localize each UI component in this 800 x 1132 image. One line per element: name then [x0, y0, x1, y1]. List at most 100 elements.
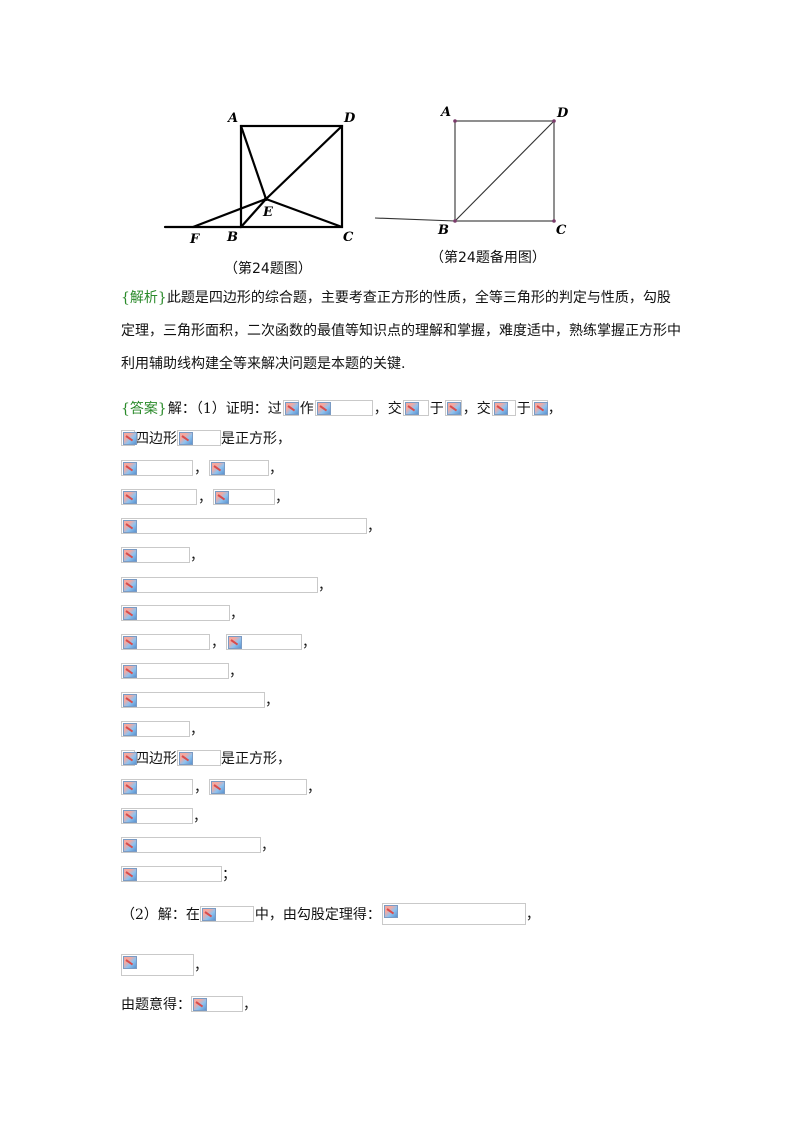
figure-main: A D E F B C	[163, 111, 356, 247]
formula-image	[121, 750, 137, 766]
figure-backup-caption: （第24题备用图）	[430, 250, 546, 266]
answer-part2-result: ，	[121, 953, 208, 977]
image-placeholder-icon	[123, 549, 137, 562]
text-sibianxing: 四边形	[135, 751, 177, 767]
text-comma: ，	[265, 693, 279, 709]
answer-part2-line: （2）解：在 中，由勾股定理得： ，	[121, 902, 540, 926]
text-jiao: ，交	[462, 401, 491, 417]
image-placeholder-icon	[123, 868, 137, 881]
diagonal-bd	[454, 120, 555, 222]
answer-line-13: 四边形 是正方形，	[121, 748, 291, 768]
text-comma: ，	[194, 461, 208, 477]
formula-image	[226, 634, 302, 650]
formula-image	[121, 866, 222, 882]
image-placeholder-icon	[123, 432, 137, 445]
image-placeholder-icon	[383, 905, 398, 918]
image-placeholder-icon	[123, 491, 137, 504]
image-placeholder-icon	[316, 402, 331, 415]
extension-line-backup	[374, 217, 456, 222]
image-placeholder-icon	[123, 752, 137, 765]
image-placeholder-icon	[446, 402, 461, 415]
answer-line-16: ，	[121, 835, 275, 855]
image-placeholder-icon	[228, 636, 242, 649]
label-d: D	[343, 111, 356, 126]
image-placeholder-icon	[284, 402, 299, 415]
image-placeholder-icon	[123, 839, 137, 852]
image-placeholder-icon	[123, 636, 137, 649]
text-shizhengfangxing: 是正方形，	[221, 431, 291, 447]
answer-line-6: ，	[121, 545, 204, 565]
label-d-backup: D	[556, 106, 569, 121]
formula-image	[121, 663, 229, 679]
text-comma: ，	[230, 606, 244, 622]
text-comma: ，	[275, 490, 289, 506]
label-f: F	[189, 232, 200, 247]
image-placeholder-icon	[211, 781, 225, 794]
label-b-backup: B	[437, 223, 449, 238]
label-a-backup: A	[439, 105, 451, 120]
label-c-backup: C	[556, 223, 567, 238]
analysis-text: 此题是四边形的综合题，主要考查正方形的性质，全等三角形的判定与性质，勾股定理，三…	[121, 290, 681, 372]
formula-image	[531, 400, 548, 416]
answer-line-1: {答案} 解：（1）证明：过 作 ，交 于 ，交 于 ，	[121, 398, 562, 418]
segment-ae	[239, 124, 268, 201]
text-zuo: 作	[299, 401, 314, 417]
yiti-text: 由题意得：	[121, 997, 191, 1013]
formula-image	[121, 721, 190, 737]
text-comma: ，	[229, 664, 243, 680]
formula-image	[491, 400, 516, 416]
answer-intro: 解：（1）证明：过	[167, 401, 282, 417]
answer-line-3: ， ，	[121, 458, 283, 478]
answer-line-5: ，	[121, 516, 381, 536]
formula-image	[121, 692, 265, 708]
analysis-tag: {解析}	[121, 290, 167, 306]
text-comma: ，	[211, 635, 225, 651]
answer-line-11: ，	[121, 690, 279, 710]
image-placeholder-icon	[123, 665, 137, 678]
text-comma: ，	[243, 997, 257, 1013]
image-placeholder-icon	[123, 694, 137, 707]
text-comma: ，	[193, 809, 207, 825]
image-placeholder-icon	[123, 781, 137, 794]
image-placeholder-icon	[179, 432, 193, 445]
image-placeholder-icon	[193, 998, 207, 1011]
formula-image	[121, 430, 137, 446]
analysis-paragraph: {解析}此题是四边形的综合题，主要考查正方形的性质，全等三角形的判定与性质，勾股…	[121, 282, 681, 381]
formula-image	[121, 547, 190, 563]
formula-image	[121, 779, 193, 795]
text-comma: ，	[269, 461, 283, 477]
formula-image	[381, 903, 526, 925]
text-shizhengfangxing: 是正方形，	[221, 751, 291, 767]
text-comma: ，	[302, 635, 316, 651]
formula-image	[121, 460, 193, 476]
text-semicolon: ；	[222, 867, 236, 883]
text-comma: ，	[190, 722, 204, 738]
image-placeholder-icon	[123, 462, 137, 475]
segment-ce	[264, 197, 344, 229]
segment-be	[239, 197, 268, 229]
formula-image	[199, 906, 254, 922]
part2-mid: 中，由勾股定理得：	[254, 907, 381, 923]
segment-fe	[191, 197, 268, 229]
text-comma: ，	[194, 958, 208, 974]
text-comma: ，	[318, 578, 332, 594]
formula-image	[121, 837, 261, 853]
formula-image	[121, 605, 230, 621]
formula-image	[209, 460, 269, 476]
formula-image	[121, 518, 367, 534]
square-abcd-backup	[454, 120, 555, 222]
text-yu: 于	[516, 401, 531, 417]
formula-image	[209, 779, 307, 795]
text-comma: ，	[194, 780, 208, 796]
formula-image	[402, 400, 429, 416]
formula-image	[121, 577, 318, 593]
answer-line-9: ， ，	[121, 632, 316, 652]
figure-backup: A D B C	[374, 105, 569, 238]
point-e	[264, 197, 268, 201]
answer-line-7: ，	[121, 575, 332, 595]
formula-image	[213, 489, 275, 505]
image-placeholder-icon	[123, 579, 137, 592]
formula-image	[444, 400, 462, 416]
text-yu: 于	[429, 401, 444, 417]
formula-image	[191, 996, 243, 1012]
